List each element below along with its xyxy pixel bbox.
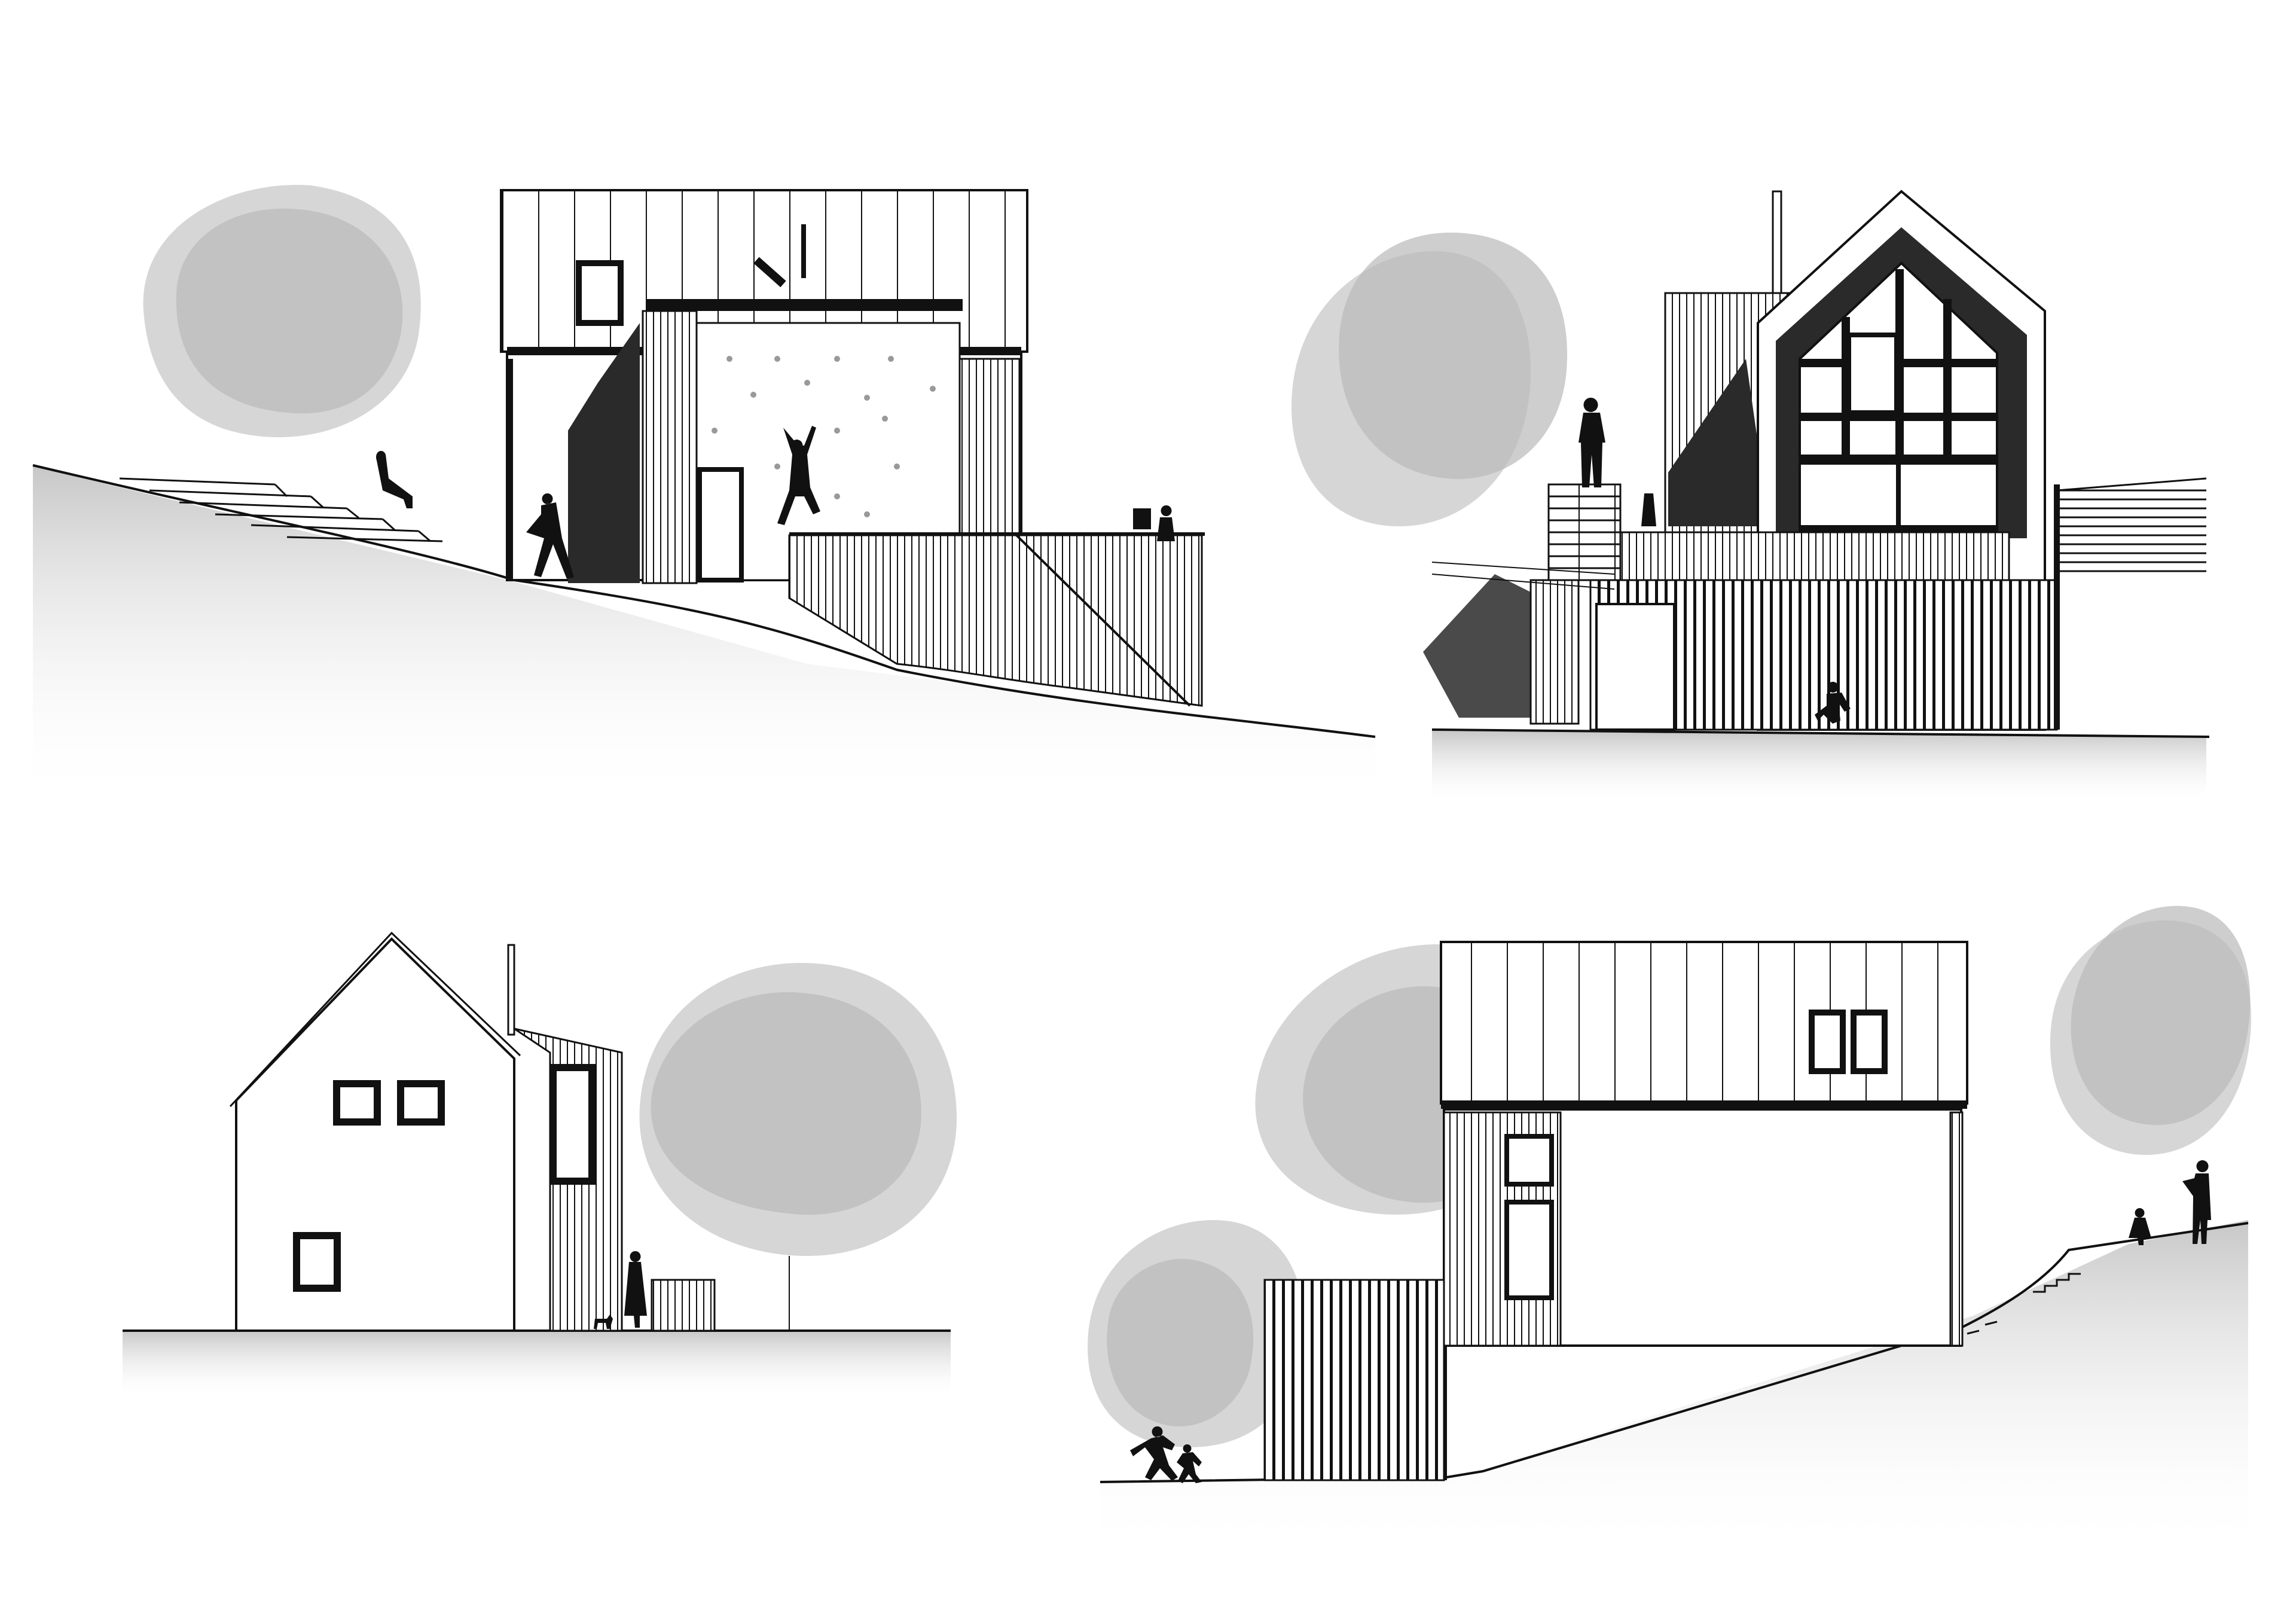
person-standing xyxy=(1578,398,1605,487)
person-walking xyxy=(526,493,574,579)
person-seated xyxy=(375,450,413,508)
elevation-east xyxy=(1292,190,2210,804)
side-stairs xyxy=(1423,483,1622,725)
window xyxy=(293,1232,341,1292)
opening xyxy=(1595,603,1675,731)
window xyxy=(397,1080,445,1126)
person-child xyxy=(2129,1208,2151,1245)
elevation-north xyxy=(123,931,957,1399)
person-running xyxy=(1177,1444,1202,1483)
person-running xyxy=(1130,1426,1178,1481)
roof-shadow xyxy=(1668,359,1770,526)
chimney xyxy=(507,944,515,1036)
ground-line xyxy=(1431,728,2210,738)
window xyxy=(576,260,624,326)
door xyxy=(697,467,744,583)
dog xyxy=(594,1315,613,1329)
dark-opening xyxy=(568,323,640,583)
railing xyxy=(1577,531,2010,581)
ground-shadow xyxy=(1100,1220,2248,1555)
gable-house xyxy=(235,937,515,1332)
ground-shadow xyxy=(123,1331,951,1399)
tree xyxy=(1292,232,1568,526)
elevation-west xyxy=(1088,905,2251,1555)
person-climbing xyxy=(777,426,820,525)
person-standing xyxy=(624,1251,647,1328)
person-standing xyxy=(2182,1160,2211,1244)
chimney xyxy=(1772,190,1782,300)
person-jumping xyxy=(1815,682,1851,724)
terrace-steps xyxy=(119,477,443,542)
ground-shadow xyxy=(33,466,1375,807)
window xyxy=(333,1080,381,1126)
tree xyxy=(639,963,957,1331)
elevation-south xyxy=(32,185,1376,807)
upper-volume xyxy=(1440,941,1968,1105)
chimney xyxy=(801,224,806,278)
ground-shadow xyxy=(1432,731,2206,804)
side-fence xyxy=(2054,477,2207,730)
fence xyxy=(1263,1279,1445,1481)
person-painting xyxy=(1133,505,1175,544)
tree xyxy=(143,185,421,438)
fence xyxy=(788,534,1203,707)
climbing-holds xyxy=(712,356,936,517)
